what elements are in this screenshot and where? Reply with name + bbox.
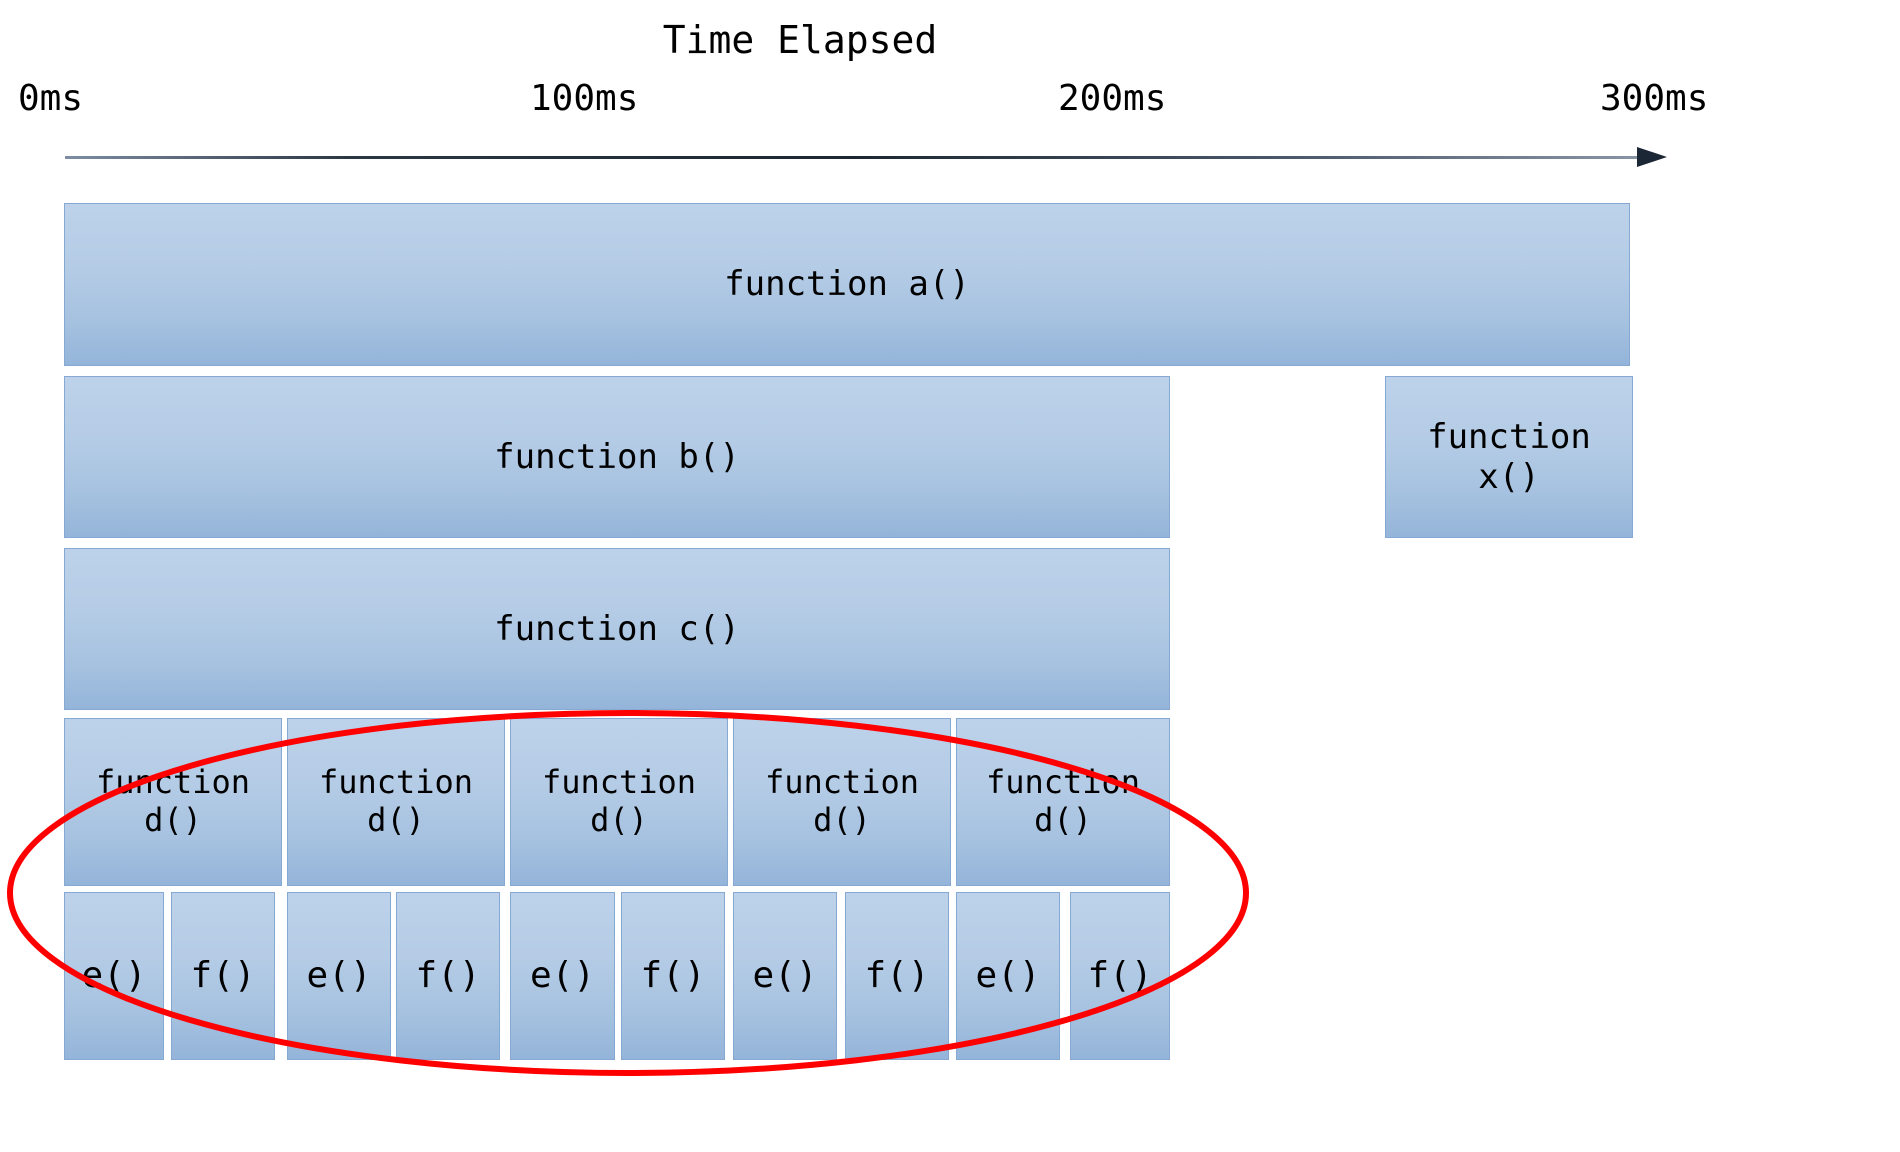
call-bar-f-3[interactable]: f() — [621, 892, 725, 1060]
call-bar-label: function x() — [1427, 416, 1591, 497]
call-bar-label: function d() — [95, 763, 251, 839]
call-bar-function-a[interactable]: function a() — [64, 203, 1630, 366]
call-bar-label: function d() — [764, 763, 920, 839]
call-bar-label: function d() — [541, 763, 697, 839]
call-bar-label: function c() — [494, 608, 740, 649]
call-bar-label: e() — [752, 954, 818, 996]
call-bar-function-c[interactable]: function c() — [64, 548, 1170, 710]
call-bar-function-d-5[interactable]: function d() — [956, 718, 1170, 886]
call-bar-function-d-4[interactable]: function d() — [733, 718, 951, 886]
call-bar-e-4[interactable]: e() — [733, 892, 837, 1060]
call-bar-function-d-1[interactable]: function d() — [64, 718, 282, 886]
call-bar-label: function a() — [724, 264, 970, 305]
call-bar-function-x[interactable]: function x() — [1385, 376, 1633, 538]
call-bar-e-5[interactable]: e() — [956, 892, 1060, 1060]
call-bar-f-4[interactable]: f() — [845, 892, 949, 1060]
call-bar-function-d-3[interactable]: function d() — [510, 718, 728, 886]
axis-tick-100ms: 100ms — [530, 78, 639, 119]
right-arrow-icon — [1637, 147, 1667, 167]
axis-tick-200ms: 200ms — [1058, 78, 1167, 119]
call-bar-label: e() — [975, 954, 1041, 996]
call-bar-label: function b() — [494, 436, 740, 477]
time-axis-arrow — [65, 147, 1675, 167]
call-bar-e-3[interactable]: e() — [510, 892, 615, 1060]
call-bar-label: f() — [640, 954, 706, 996]
call-bar-label: function d() — [985, 763, 1141, 839]
call-bar-f-1[interactable]: f() — [171, 892, 275, 1060]
axis-line — [65, 156, 1643, 159]
chart-title: Time Elapsed — [662, 18, 938, 62]
call-bar-f-5[interactable]: f() — [1070, 892, 1170, 1060]
call-bar-label: e() — [306, 954, 372, 996]
call-bar-label: f() — [415, 954, 481, 996]
call-bar-label: e() — [529, 954, 596, 996]
call-bar-function-b[interactable]: function b() — [64, 376, 1170, 538]
call-bar-label: e() — [81, 954, 147, 996]
call-bar-e-2[interactable]: e() — [287, 892, 391, 1060]
axis-tick-0ms: 0ms — [18, 78, 84, 119]
call-bar-label: f() — [1087, 954, 1153, 996]
call-bar-e-1[interactable]: e() — [64, 892, 164, 1060]
call-bar-label: function d() — [318, 763, 474, 839]
call-bar-function-d-2[interactable]: function d() — [287, 718, 505, 886]
call-bar-label: f() — [190, 954, 256, 996]
call-bar-label: f() — [864, 954, 930, 996]
axis-tick-300ms: 300ms — [1600, 78, 1709, 119]
call-bar-f-2[interactable]: f() — [396, 892, 500, 1060]
